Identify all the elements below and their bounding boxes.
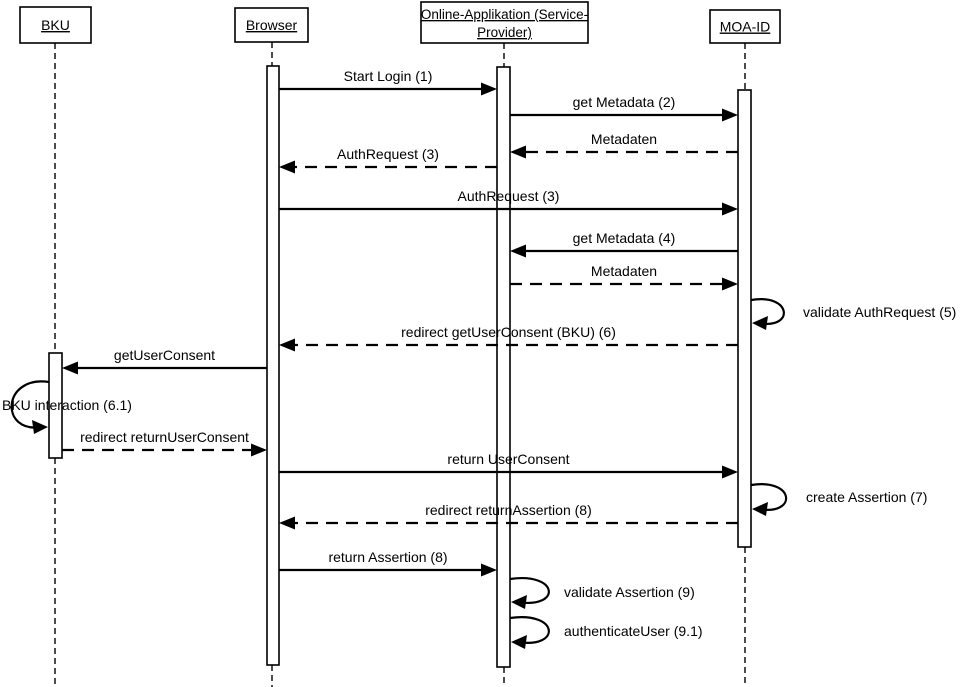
self-message-loop bbox=[509, 616, 550, 644]
self-message-label: authenticateUser (9.1) bbox=[564, 623, 703, 639]
participant-box-browser bbox=[234, 7, 309, 43]
self-message-loop bbox=[509, 577, 550, 604]
activation-bar-moa bbox=[737, 89, 752, 548]
arrowhead-icon bbox=[722, 202, 738, 216]
arrowhead-icon bbox=[62, 361, 78, 375]
message-label: AuthRequest (3) bbox=[337, 146, 439, 162]
message-label: return UserConsent bbox=[447, 451, 569, 467]
message-label: redirect returnAssertion (8) bbox=[425, 502, 592, 518]
arrowhead-icon bbox=[481, 563, 497, 577]
arrowhead-icon bbox=[722, 465, 738, 479]
arrowhead-icon bbox=[752, 502, 768, 516]
participant-label-moa: MOA-ID bbox=[720, 19, 771, 35]
participant-label-bku: BKU bbox=[41, 17, 70, 33]
arrowhead-icon bbox=[279, 338, 295, 352]
message-label: return Assertion (8) bbox=[328, 549, 447, 565]
participant-label-sp: Online-Applikation (Service- bbox=[421, 7, 588, 22]
self-message-label: BKU interaction (6.1) bbox=[2, 397, 132, 413]
arrowhead-icon bbox=[722, 108, 738, 122]
participant-box-bku bbox=[19, 6, 92, 44]
message-label: Start Login (1) bbox=[344, 68, 433, 84]
arrowhead-icon bbox=[279, 160, 295, 174]
message-label: get Metadata (4) bbox=[573, 230, 676, 246]
message-label: Metadaten bbox=[591, 131, 657, 147]
activation-bar-sp bbox=[496, 66, 511, 668]
arrowhead-icon bbox=[510, 244, 526, 258]
self-message-loop bbox=[750, 298, 785, 325]
arrowhead-icon bbox=[481, 82, 497, 96]
arrowhead-icon bbox=[722, 277, 738, 291]
participant-label-browser: Browser bbox=[246, 17, 298, 33]
participant-box-sp bbox=[420, 1, 589, 44]
message-label: get Metadata (2) bbox=[573, 94, 676, 110]
message-label: Metadaten bbox=[591, 263, 657, 279]
activation-bar-browser bbox=[266, 65, 280, 666]
self-message-label: validate AuthRequest (5) bbox=[803, 304, 956, 320]
participant-label-sp: Provider) bbox=[477, 25, 532, 40]
arrowhead-icon bbox=[752, 316, 768, 330]
self-message-label: create Assertion (7) bbox=[806, 489, 927, 505]
arrowhead-icon bbox=[511, 635, 527, 649]
message-label: AuthRequest (3) bbox=[458, 188, 560, 204]
arrowhead-icon bbox=[510, 145, 526, 159]
message-label: getUserConsent bbox=[114, 347, 215, 363]
arrowhead-icon bbox=[32, 420, 48, 434]
self-message-loop bbox=[10, 380, 50, 429]
arrowhead-icon bbox=[279, 516, 295, 530]
activation-bar-bku bbox=[48, 352, 63, 459]
message-label: redirect returnUserConsent bbox=[80, 429, 249, 445]
self-message-label: validate Assertion (9) bbox=[564, 584, 695, 600]
arrowhead-icon bbox=[511, 595, 527, 609]
message-label: redirect getUserConsent (BKU) (6) bbox=[401, 324, 616, 340]
self-message-loop bbox=[750, 483, 788, 511]
participant-box-moa bbox=[709, 9, 781, 44]
arrowhead-icon bbox=[251, 443, 267, 457]
